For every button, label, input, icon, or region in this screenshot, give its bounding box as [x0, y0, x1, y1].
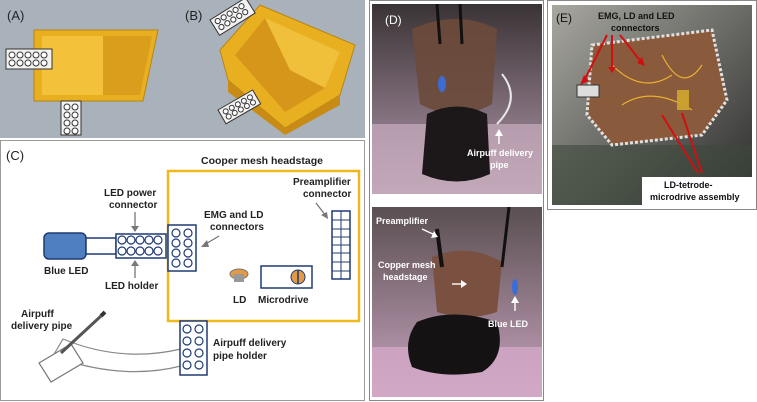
mouse-photo-top: (D) Airpuff delivery pipe: [372, 4, 542, 194]
panel-d: (D) Airpuff delivery pipe Preamplifier C…: [369, 0, 544, 401]
headstage-schematic: Cooper mesh headstage Blue LED LED power…: [11, 155, 361, 383]
copper-label-2: headstage: [383, 272, 428, 282]
panel-c-label: (C): [6, 148, 25, 163]
blue-led: [43, 232, 87, 260]
connectors-label-2: connectors: [611, 23, 660, 33]
assembly-label-1: LD-tetrode-: [664, 180, 713, 190]
airpuff-holder-label-1: Airpuff delivery: [213, 338, 287, 349]
blue-led-photo-label: Blue LED: [488, 319, 529, 329]
led-power-label-2: connector: [109, 200, 157, 211]
blue-led-label: Blue LED: [44, 266, 88, 277]
copper-label-1: Copper mesh: [378, 260, 436, 270]
connectors-label-1: EMG, LD and LED: [598, 11, 675, 21]
assembly-label-2: microdrive assembly: [650, 192, 740, 202]
tray-top-view: [5, 29, 159, 136]
panel-d-label: (D): [385, 13, 402, 27]
preamp-label-1: Preamplifier: [293, 177, 351, 188]
mouse-photo-bottom: Preamplifier Copper mesh headstage Blue …: [372, 207, 542, 397]
panel-a: (A): [0, 0, 180, 138]
emg-ld-label-1: EMG and LD: [204, 210, 263, 221]
led-stem: [85, 237, 117, 255]
airpuff-holder-label-2: pipe holder: [213, 351, 267, 362]
preamp-label-2: connector: [303, 189, 351, 200]
panel-c: (C) Cooper mesh headstage Blue LED LED p…: [0, 140, 365, 401]
panel-a-label: (A): [7, 8, 25, 23]
led-power-label-1: LED power: [104, 188, 156, 199]
airpuff-pipe-label-1: Airpuff: [21, 309, 54, 320]
panel-b-label: (B): [185, 8, 203, 23]
airpuff-label-2: pipe: [490, 160, 509, 170]
ld-label: LD: [233, 295, 246, 306]
airpuff-pipe-label-2: delivery pipe: [11, 321, 73, 332]
led-holder-label: LED holder: [105, 281, 158, 292]
microdrive-label: Microdrive: [258, 295, 309, 306]
airpuff-nozzle: [38, 343, 84, 383]
panel-e-label: (E): [556, 11, 572, 25]
airpuff-label-1: Airpuff delivery: [467, 148, 533, 158]
headstage-photo: (E) EMG, LD and LED connectors LD-tetrod…: [552, 5, 752, 205]
emg-ld-label-2: connectors: [210, 222, 264, 233]
preamplifier-label: Preamplifier: [376, 216, 429, 226]
headstage-label: Cooper mesh headstage: [201, 155, 323, 167]
panel-e: (E) EMG, LD and LED connectors LD-tetrod…: [547, 0, 757, 210]
panel-b: (B): [180, 0, 365, 138]
tray-3d-view: [209, 0, 356, 135]
